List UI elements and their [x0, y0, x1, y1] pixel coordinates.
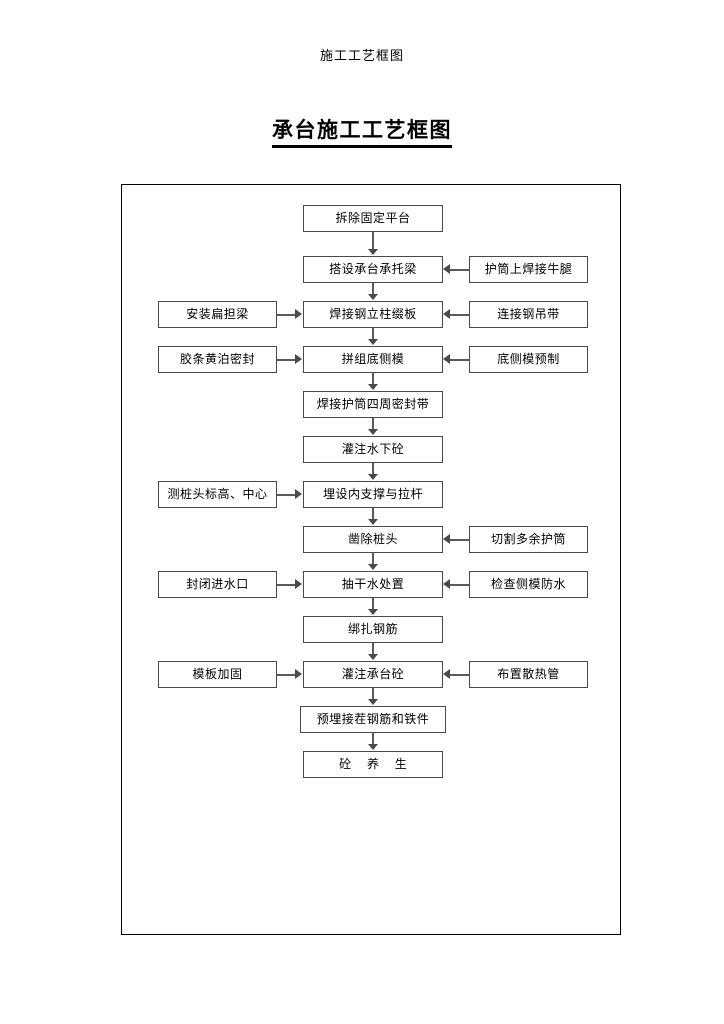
- arrow-right-s3: [443, 309, 450, 319]
- flow-input-right-s2[interactable]: 护筒上焊接牛腿: [469, 256, 588, 283]
- flow-input-left-s4[interactable]: 胶条黄泊密封: [158, 346, 277, 373]
- connector-left-s9: [277, 584, 296, 586]
- flow-input-left-s7[interactable]: 测桩头标高、中心: [158, 481, 277, 508]
- flow-node-s4[interactable]: 拼组底侧模: [303, 346, 443, 373]
- flow-node-s11[interactable]: 灌注承台砼: [303, 661, 443, 688]
- arrow-left-s3: [295, 309, 302, 319]
- flow-input-right-s8[interactable]: 切割多余护筒: [469, 526, 588, 553]
- connector-right-s9: [450, 584, 469, 586]
- arrow-s3-s4: [368, 339, 378, 345]
- connector-left-s7: [277, 494, 296, 496]
- arrow-s7-s8: [368, 519, 378, 525]
- flow-input-left-s3[interactable]: 安装扁担梁: [158, 301, 277, 328]
- arrow-s8-s9: [368, 564, 378, 570]
- connector-right-s4: [450, 359, 469, 361]
- connector-left-s4: [277, 359, 296, 361]
- connector-s6-s7: [372, 463, 374, 475]
- flow-input-right-s4[interactable]: 底侧模预制: [469, 346, 588, 373]
- flow-input-right-s3[interactable]: 连接钢吊带: [469, 301, 588, 328]
- arrow-right-s8: [443, 534, 450, 544]
- flow-node-s7[interactable]: 埋设内支撑与拉杆: [303, 481, 443, 508]
- flow-node-s10[interactable]: 绑扎钢筋: [303, 616, 443, 643]
- arrow-left-s7: [295, 489, 302, 499]
- flow-node-s12[interactable]: 预埋接茬钢筋和铁件: [300, 706, 446, 733]
- arrow-s12-s13: [368, 744, 378, 750]
- flow-input-right-s11[interactable]: 布置散热管: [469, 661, 588, 688]
- flow-node-s13[interactable]: 砼 养 生: [303, 751, 443, 778]
- arrow-right-s2: [443, 264, 450, 274]
- arrow-right-s9: [443, 579, 450, 589]
- arrow-left-s4: [295, 354, 302, 364]
- page-title-wrapper: 承台施工工艺框图: [0, 117, 724, 148]
- connector-s9-s10: [372, 598, 374, 610]
- connector-s2-s3: [372, 283, 374, 295]
- connector-s12-s13: [372, 733, 374, 745]
- connector-left-s3: [277, 314, 296, 316]
- arrow-right-s11: [443, 669, 450, 679]
- connector-s1-s2: [372, 232, 374, 250]
- flow-node-s8[interactable]: 凿除桩头: [303, 526, 443, 553]
- connector-s11-s12: [372, 688, 374, 700]
- flow-input-right-s9[interactable]: 检查侧模防水: [469, 571, 588, 598]
- arrow-s1-s2: [368, 249, 378, 255]
- arrow-left-s11: [295, 669, 302, 679]
- connector-s10-s11: [372, 643, 374, 655]
- flow-node-s3[interactable]: 焊接钢立柱缀板: [303, 301, 443, 328]
- connector-s7-s8: [372, 508, 374, 520]
- arrow-s6-s7: [368, 474, 378, 480]
- connector-right-s8: [450, 539, 469, 541]
- page-title: 承台施工工艺框图: [272, 117, 452, 148]
- arrow-right-s4: [443, 354, 450, 364]
- flow-node-s9[interactable]: 抽干水处置: [303, 571, 443, 598]
- arrow-s10-s11: [368, 654, 378, 660]
- flow-node-s2[interactable]: 搭设承台承托梁: [303, 256, 443, 283]
- flow-input-left-s9[interactable]: 封闭进水口: [158, 571, 277, 598]
- connector-s4-s5: [372, 373, 374, 385]
- flow-node-s6[interactable]: 灌注水下砼: [303, 436, 443, 463]
- running-head: 施工工艺框图: [319, 49, 404, 64]
- connector-s3-s4: [372, 328, 374, 340]
- connector-s5-s6: [372, 418, 374, 430]
- connector-right-s11: [450, 674, 469, 676]
- connector-left-s11: [277, 674, 296, 676]
- arrow-s2-s3: [368, 294, 378, 300]
- flow-input-left-s11[interactable]: 模板加固: [158, 661, 277, 688]
- arrow-s9-s10: [368, 609, 378, 615]
- flow-node-s1[interactable]: 拆除固定平台: [303, 205, 443, 232]
- arrow-s11-s12: [368, 699, 378, 705]
- connector-s8-s9: [372, 553, 374, 565]
- arrow-s4-s5: [368, 384, 378, 390]
- connector-right-s2: [450, 269, 469, 271]
- arrow-s5-s6: [368, 429, 378, 435]
- arrow-left-s9: [295, 579, 302, 589]
- flow-node-s5[interactable]: 焊接护筒四周密封带: [303, 391, 443, 418]
- connector-right-s3: [450, 314, 469, 316]
- flowchart-frame: 拆除固定平台 搭设承台承托梁 焊接钢立柱缀板 拼组底侧模 焊接护筒四周密封带 灌…: [121, 184, 621, 935]
